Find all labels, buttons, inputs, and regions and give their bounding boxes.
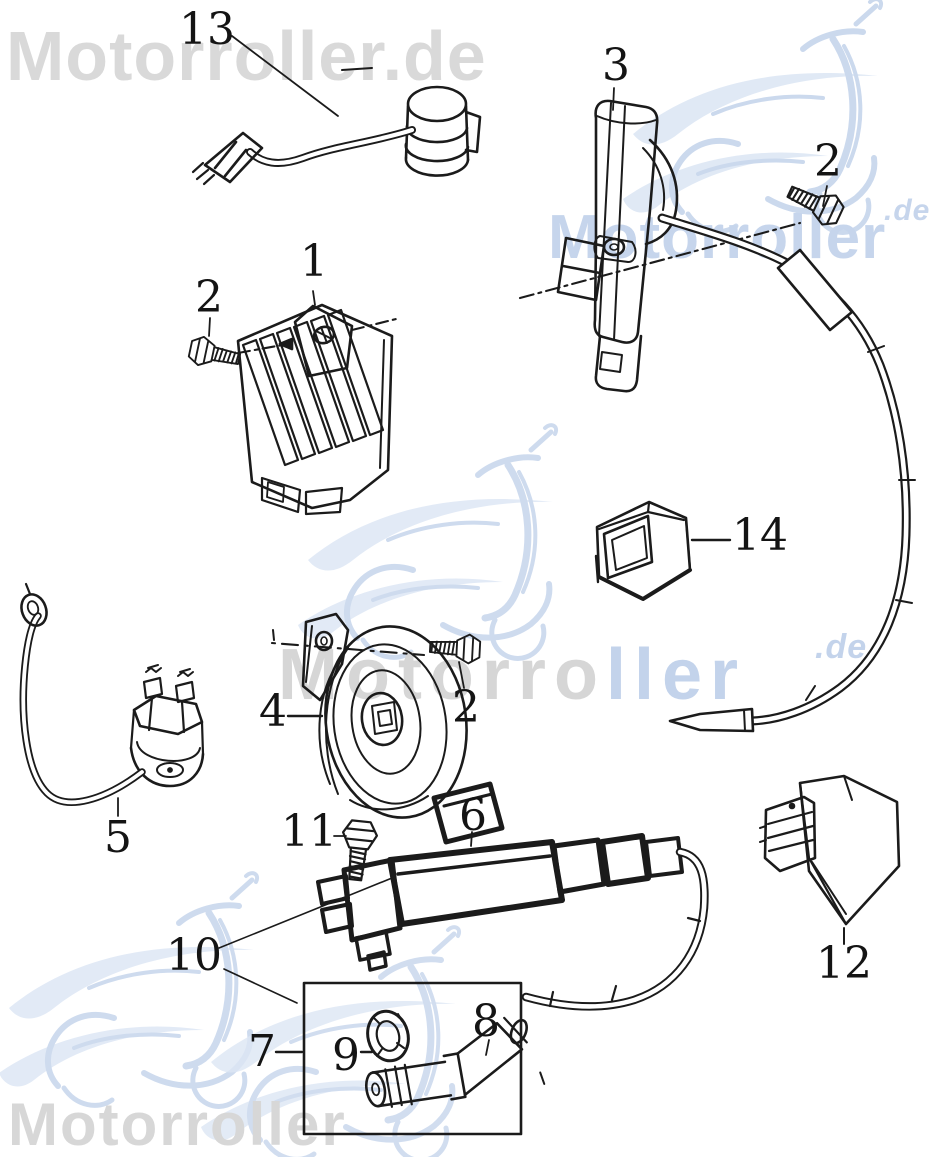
callout-2-left: 2 [195, 272, 223, 323]
callout-13: 13 [179, 4, 235, 55]
part-7-kit-box [274, 981, 523, 1136]
part-14-relay-cover [594, 500, 732, 601]
part-1-rectifier-regulator [236, 290, 398, 516]
watermark-top-right-de: .de [884, 194, 931, 227]
watermark-bottom: Motorroller [8, 1091, 347, 1157]
callout-3: 3 [602, 40, 630, 91]
callout-11: 11 [281, 806, 337, 857]
part-13-condenser [191, 35, 482, 186]
callout-leaders-bolts [208, 185, 828, 837]
watermark-middle: Motorroller [278, 634, 746, 716]
part-2-bolt-left [186, 333, 243, 375]
part-6-ignition-coil [218, 781, 709, 1011]
callout-5: 5 [104, 812, 132, 863]
callout-4: 4 [259, 686, 287, 737]
watermark-top-left: Motorroller.de [6, 17, 487, 95]
watermark-middle-de: .de [815, 628, 868, 666]
callout-8: 8 [472, 996, 500, 1047]
part-8-spark-plug-cap [364, 1016, 546, 1108]
callout-14: 14 [732, 510, 788, 561]
part-3-ignition-switch [518, 87, 916, 733]
callout-1: 1 [300, 236, 328, 287]
callout-6: 6 [459, 790, 487, 841]
callout-9: 9 [332, 1030, 360, 1081]
callout-10: 10 [166, 930, 222, 981]
watermark-middle-blue: ller [605, 635, 747, 715]
part-12-cdi-unit [759, 774, 901, 945]
callout-7: 7 [248, 1026, 276, 1077]
part-5-starter-relay [19, 582, 205, 817]
callout-2-top: 2 [814, 136, 842, 187]
callout-2-horn: 2 [452, 682, 480, 733]
callout-12: 12 [816, 938, 872, 989]
part-9-seal-ring [359, 1009, 410, 1063]
part-4-horn [270, 612, 468, 819]
